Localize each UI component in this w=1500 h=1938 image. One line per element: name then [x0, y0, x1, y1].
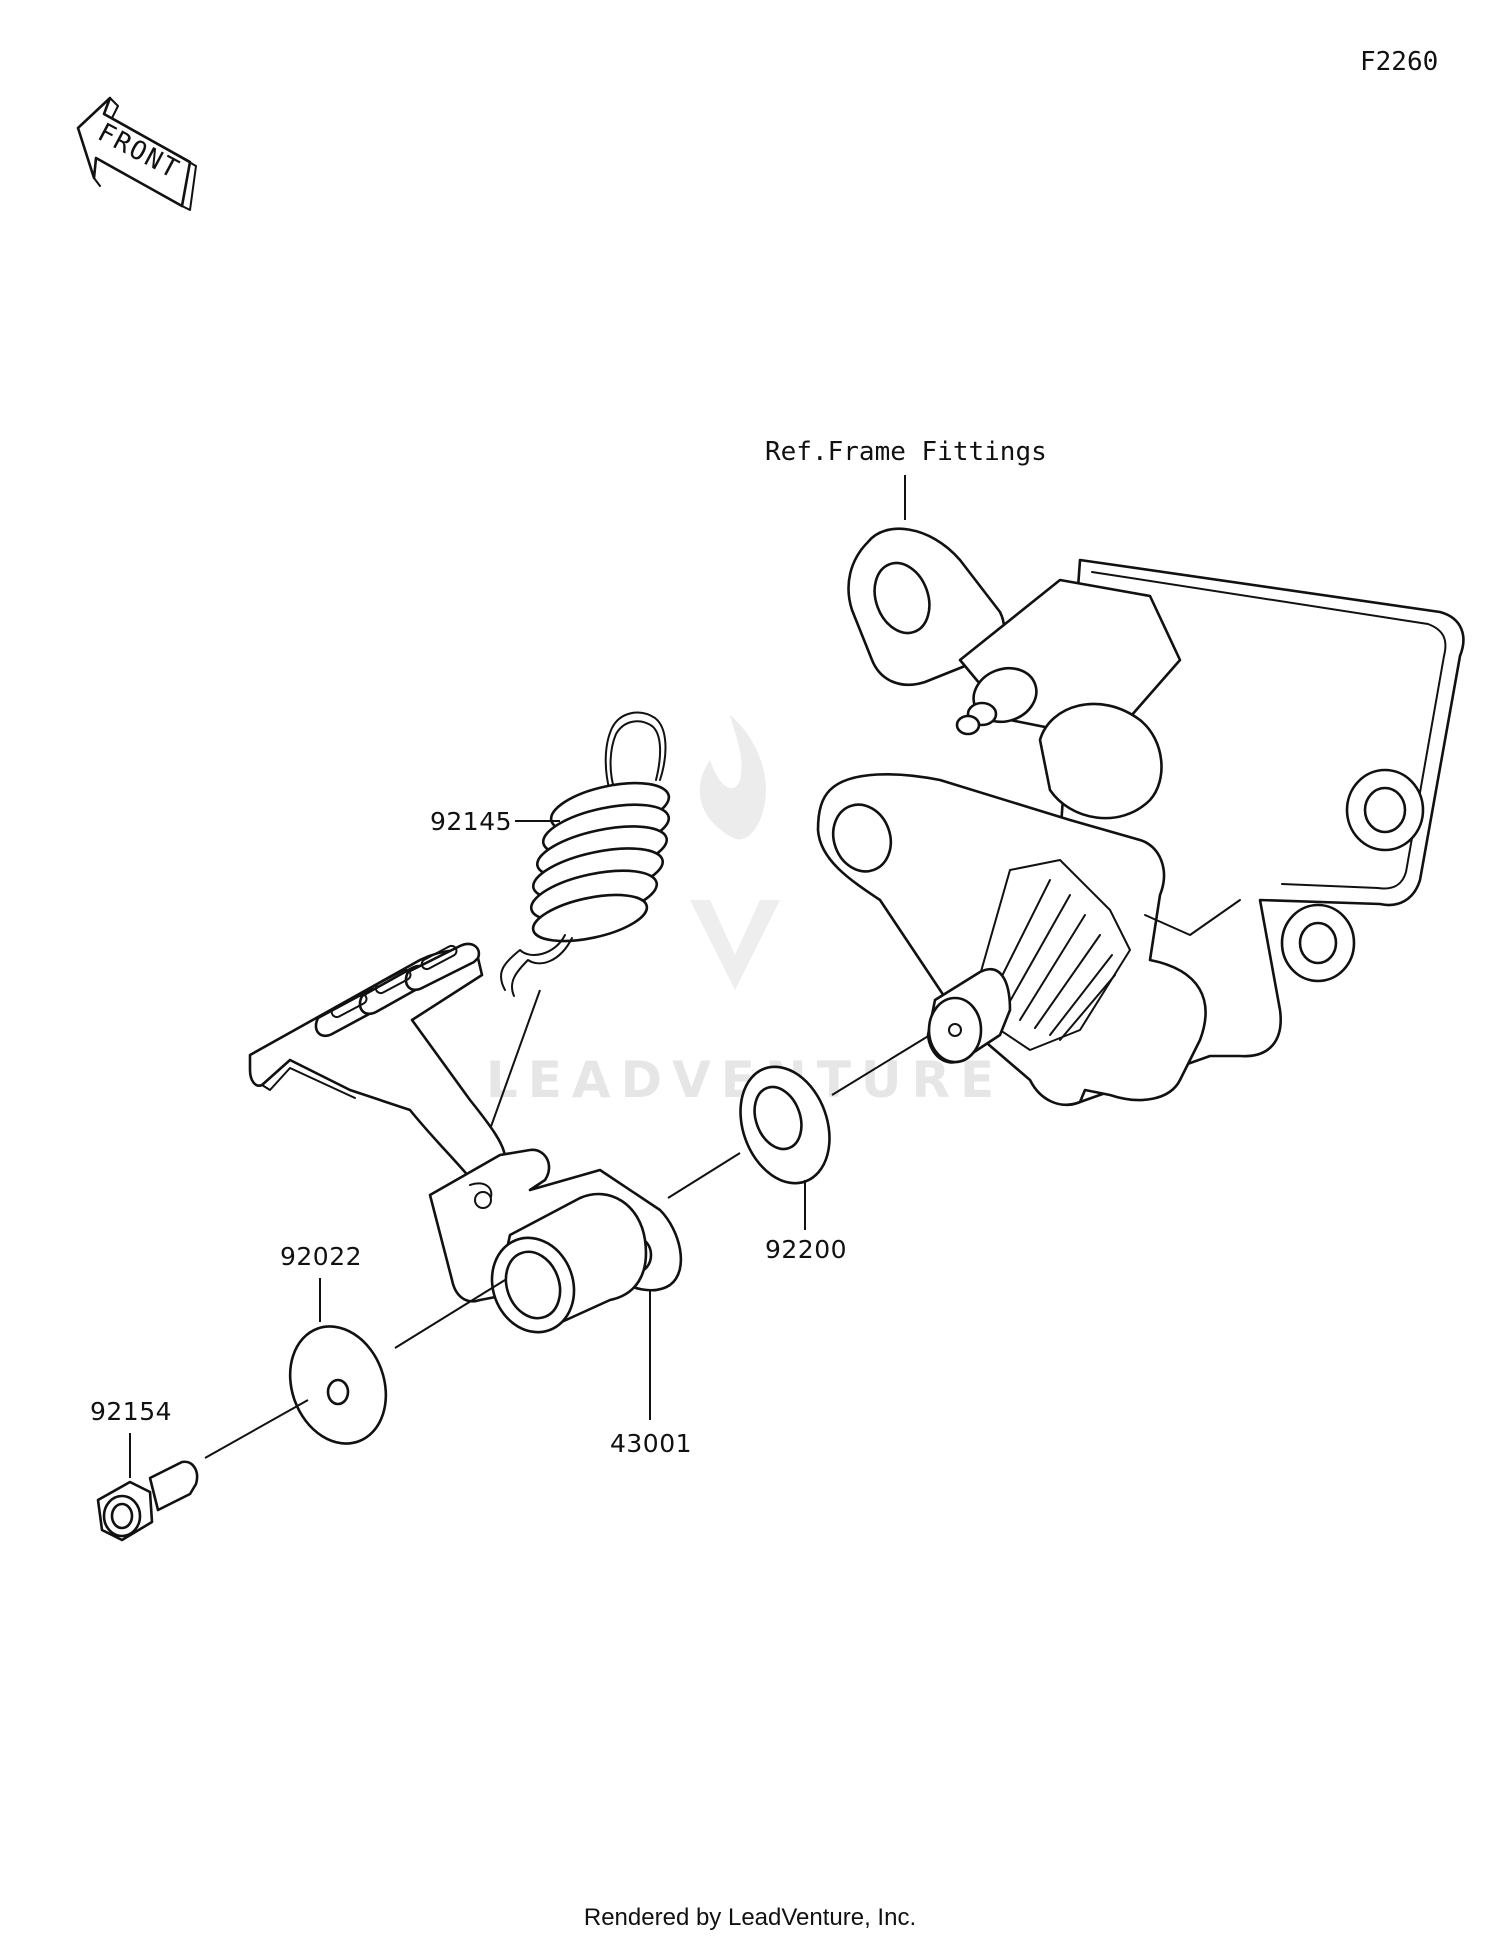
footer-credit: Rendered by LeadVenture, Inc. [584, 1904, 916, 1931]
frame-fitting-bracket [816, 527, 1465, 1107]
brake-pedal-43001 [248, 942, 683, 1334]
washer-92200 [739, 1065, 831, 1185]
front-arrow-icon: FRONT [76, 96, 197, 211]
spring-92145 [500, 711, 671, 997]
part-number-92154: 92154 [90, 1397, 172, 1426]
axis-line-upper [831, 1034, 931, 1096]
part-number-92022: 92022 [280, 1242, 362, 1271]
watermark: LEADVENTURE [486, 715, 1004, 1109]
bolt-92154 [96, 1460, 199, 1542]
diagram-code: F2260 [1360, 47, 1438, 77]
part-number-92145: 92145 [430, 807, 512, 836]
watermark-text: LEADVENTURE [486, 1051, 1004, 1109]
part-number-43001: 43001 [610, 1429, 692, 1458]
axis-line-bolt [204, 1399, 309, 1459]
axis-line-middle [667, 1152, 741, 1199]
flame-logo-icon [690, 715, 780, 990]
reference-label: Ref.Frame Fittings [765, 437, 1047, 467]
axis-line-lower [394, 1279, 506, 1349]
part-number-92200: 92200 [765, 1235, 847, 1264]
washer-92022 [288, 1325, 388, 1445]
